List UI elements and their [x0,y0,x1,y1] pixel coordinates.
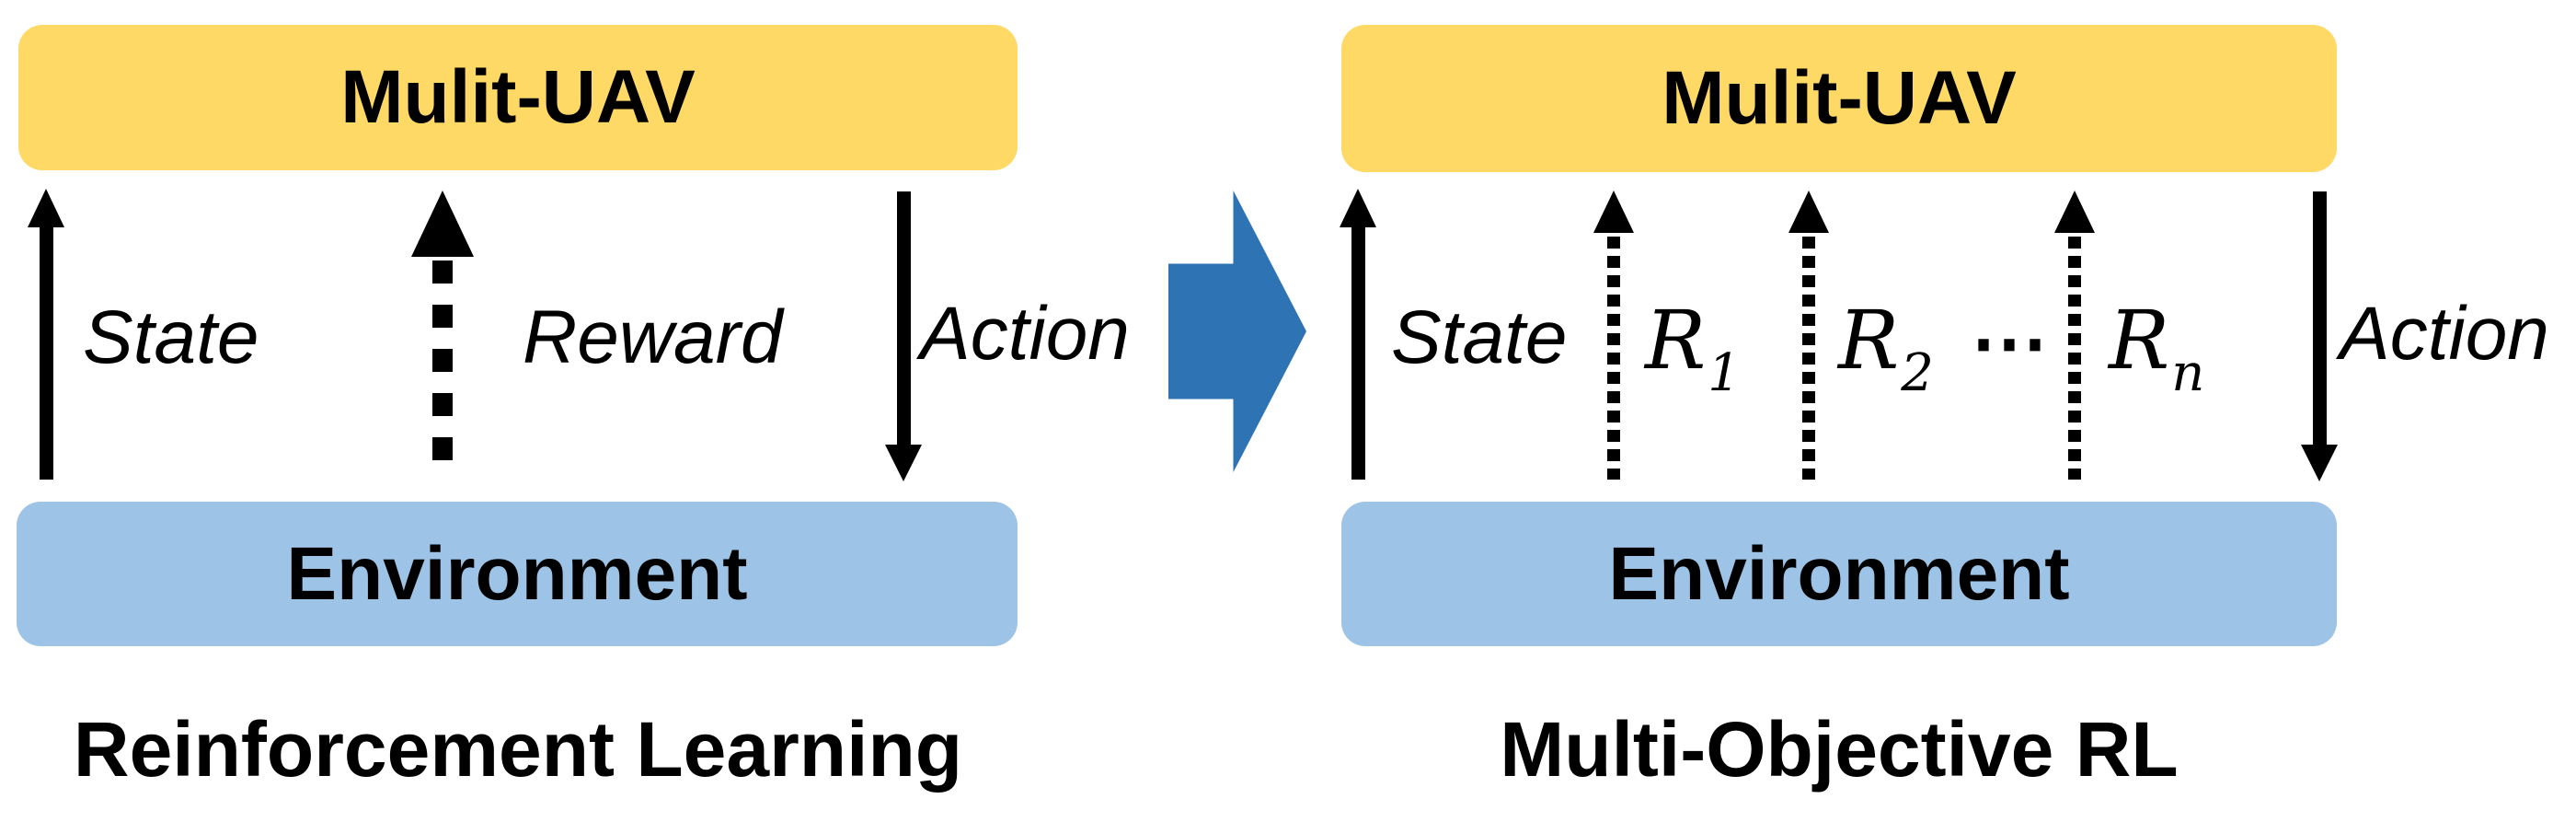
right-state-arrow-line-icon [1351,226,1365,480]
left-reward-arrow-dashed-line-icon [432,260,453,480]
right-environment-box-label: Environment [1608,531,2070,616]
left-environment-box: Environment [17,502,1018,646]
transform-right-arrow-icon [1168,191,1306,472]
right-reward1-sub: 1 [1708,343,1741,403]
right-reward1-label: R1 [1645,300,1741,399]
right-reward1-base: R [1645,293,1707,388]
right-reward2-sub: 2 [1901,343,1934,403]
right-reward2-arrow-head-icon [1788,191,1829,233]
left-reward-label: Reward [523,295,783,379]
left-state-label: State [83,295,259,379]
right-reward2-base: R [1838,293,1900,388]
right-rewardn-sub: n [2171,343,2205,403]
right-rewardn-label: Rn [2109,300,2204,399]
right-reward2-arrow-dotted-line-icon [1802,237,1815,480]
left-agent-box-label: Mulit-UAV [340,55,696,139]
left-caption: Reinforcement Learning [73,706,963,793]
left-reward-arrow-head-icon [411,191,474,257]
right-action-label: Action [2340,292,2549,376]
right-action-arrow-line-icon [2313,191,2327,446]
left-action-label: Action [920,292,1130,376]
right-environment-box: Environment [1341,502,2337,646]
left-state-arrow-head-icon [28,189,64,227]
right-dots-label: ⋯ [1971,296,2052,388]
right-reward2-label: R2 [1838,300,1934,399]
right-rewardn-arrow-head-icon [2054,191,2095,233]
right-state-label: State [1391,295,1568,379]
right-rewardn-arrow-dotted-line-icon [2068,237,2081,480]
left-environment-box-label: Environment [286,531,748,616]
right-action-arrow-head-icon [2301,445,2338,481]
right-caption: Multi-Objective RL [1500,706,2179,793]
right-reward1-arrow-dotted-line-icon [1607,237,1620,480]
left-action-arrow-line-icon [897,191,911,446]
right-agent-box: Mulit-UAV [1341,25,2337,172]
left-state-arrow-line-icon [40,226,53,480]
left-agent-box: Mulit-UAV [18,25,1018,170]
right-state-arrow-head-icon [1340,189,1376,227]
right-agent-box-label: Mulit-UAV [1662,56,2017,140]
right-rewardn-base: R [2109,293,2170,388]
right-reward1-arrow-head-icon [1593,191,1634,233]
left-action-arrow-head-icon [885,445,922,481]
